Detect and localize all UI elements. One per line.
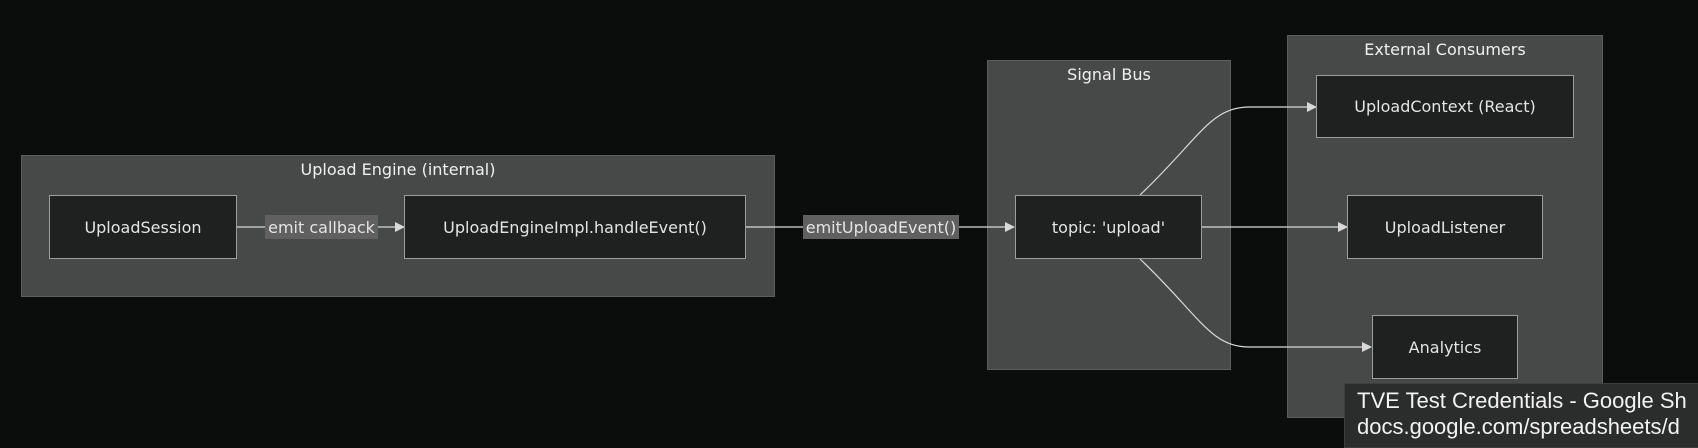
edge-label-emit-callback: emit callback — [265, 215, 378, 239]
edge-label-emit-upload-event: emitUploadEvent() — [803, 215, 959, 239]
node-upload-engine-impl[interactable]: UploadEngineImpl.handleEvent() — [404, 195, 746, 259]
cluster-title-signal-bus: Signal Bus — [1067, 65, 1151, 84]
cluster-title-upload-engine: Upload Engine (internal) — [300, 160, 496, 179]
edge-topic-to-context — [1139, 102, 1317, 196]
tooltip-title: TVE Test Credentials - Google Sh — [1357, 388, 1687, 413]
node-upload-context[interactable]: UploadContext (React) — [1316, 75, 1574, 138]
tooltip-url: docs.google.com/spreadsheets/d — [1357, 414, 1680, 439]
node-topic-upload[interactable]: topic: 'upload' — [1015, 195, 1202, 259]
link-tooltip: TVE Test Credentials - Google Sh docs.go… — [1344, 383, 1698, 448]
node-analytics[interactable]: Analytics — [1372, 315, 1518, 379]
edge-topic-to-analytics — [1139, 258, 1372, 352]
node-upload-session[interactable]: UploadSession — [49, 195, 237, 259]
node-upload-listener[interactable]: UploadListener — [1347, 195, 1543, 259]
cluster-title-external-consumers: External Consumers — [1364, 40, 1526, 59]
